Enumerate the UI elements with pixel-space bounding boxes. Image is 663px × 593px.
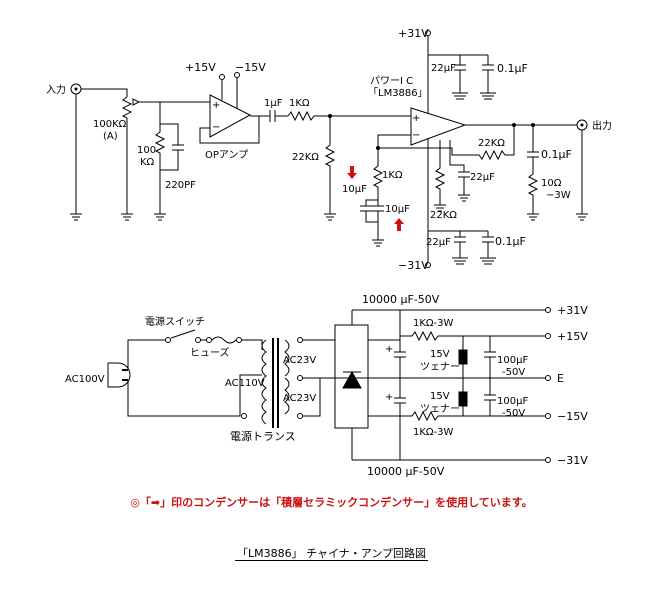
reg-cap1-voltage: -50V — [502, 367, 525, 378]
terminal-plus-31v: +31V — [557, 304, 588, 317]
svg-text:+: + — [385, 392, 393, 403]
input-label: 入力 — [46, 83, 66, 96]
diagram-title: 「LM3886」 チャイナ・アンプ回路図 — [234, 547, 428, 561]
terminal-plus-15v: +15V — [557, 330, 588, 343]
svg-text:−: − — [412, 130, 420, 141]
bypass-e-positive: 22μF — [431, 63, 456, 74]
op-supply-negative: −15V — [235, 61, 266, 74]
coupling-cap-value: 1μF — [264, 98, 283, 109]
zobel-resistor-value: 10Ω — [541, 178, 562, 189]
ac-input-label: AC100V — [65, 374, 105, 385]
power-ic — [410, 107, 467, 146]
power-switch — [165, 337, 171, 343]
smoothing-cap-top: 10000 μF-50V — [362, 293, 440, 306]
fuse-label: ヒューズ — [190, 346, 230, 359]
feedback-gnd-resistor: 1KΩ — [382, 170, 403, 181]
svg-text:+: + — [412, 113, 420, 124]
terminal-minus-15v: −15V — [557, 410, 588, 423]
svg-text:+: + — [385, 344, 393, 355]
reg-cap1-value: 100μF — [497, 355, 528, 366]
reg-cap2-voltage: -50V — [502, 408, 525, 419]
filter-cap-value: 220PF — [165, 180, 196, 191]
pot-taper: (A) — [103, 131, 118, 142]
bypass-e-negative: 22μF — [426, 237, 451, 248]
feedback-cap-a: 10μF — [342, 184, 367, 195]
bypass-negative: 0.1μF — [495, 235, 526, 248]
svg-text:−: − — [212, 122, 220, 133]
op-amp-label: OPアンプ — [205, 149, 248, 161]
input-resistor — [287, 110, 411, 122]
bias-resistor-value: 100 — [137, 145, 156, 156]
red-arrow-up-icon — [394, 218, 404, 231]
reg-cap2-value: 100μF — [497, 396, 528, 407]
dropper-resistor-bottom: 1KΩ-3W — [413, 427, 454, 438]
transformer-label: 電源トランス — [230, 429, 296, 443]
svg-text:+: + — [212, 100, 220, 111]
zener2-voltage: 15V — [430, 391, 450, 402]
power-ic-model: 「LM3886」 — [368, 87, 428, 99]
dropper-resistor-top: 1KΩ-3W — [413, 318, 454, 329]
zener-diode-1 — [458, 336, 468, 378]
amplifier-section: 入力 100KΩ (A) 100 KΩ 220PF + − +15V −15V … — [46, 27, 612, 272]
secondary-2-voltage: AC23V — [283, 393, 316, 404]
secondary-1-voltage: AC23V — [283, 355, 316, 366]
power-switch-label: 電源スイッチ — [145, 315, 205, 328]
power-ic-label: パワーI C — [370, 75, 413, 87]
pot-value: 100KΩ — [93, 119, 127, 130]
smoothing-cap-bottom: 10000 μF-50V — [367, 465, 445, 478]
input-resistor-value: 1KΩ — [289, 98, 310, 109]
volume-pot — [121, 96, 133, 214]
primary-voltage: AC110V — [225, 378, 265, 389]
terminal-minus-31v: −31V — [557, 454, 588, 467]
rail-negative: −31V — [398, 259, 429, 272]
output-label: 出力 — [592, 119, 612, 132]
zener1-label: ツェナー — [420, 361, 460, 373]
ac-plug-icon — [107, 362, 131, 388]
op-supply-positive: +15V — [185, 61, 216, 74]
terminal-ground: E — [557, 372, 564, 385]
zener2-label: ツェナー — [420, 403, 460, 415]
zobel-cap-value: 0.1μF — [541, 148, 572, 161]
feedback-resistor-value: 22KΩ — [478, 138, 505, 149]
red-arrow-down-icon — [347, 166, 357, 179]
power-transformer — [241, 337, 303, 428]
mute-cap-value: 22μF — [470, 172, 495, 183]
zobel-resistor-watt: −3W — [546, 190, 571, 201]
shunt-resistor-value: 22KΩ — [292, 152, 319, 163]
feedback-resistor — [458, 125, 515, 161]
bias-resistor-unit: KΩ — [140, 157, 155, 168]
power-supply-section: AC100V 電源スイッチ ヒューズ AC110V AC23V AC23V 電源… — [65, 293, 588, 478]
op-amp — [209, 94, 252, 138]
mute-resistor-value: 22KΩ — [430, 210, 457, 221]
zener1-voltage: 15V — [430, 349, 450, 360]
fuse — [206, 337, 212, 343]
rail-positive: +31V — [398, 27, 429, 40]
zener-diode-2 — [458, 378, 468, 416]
bypass-positive: 0.1μF — [497, 62, 528, 75]
feedback-cap-b: 10μF — [385, 204, 410, 215]
ceramic-capacitor-note: ◎「➡」印のコンデンサーは「積層セラミックコンデンサー」を使用しています。 — [130, 496, 533, 509]
